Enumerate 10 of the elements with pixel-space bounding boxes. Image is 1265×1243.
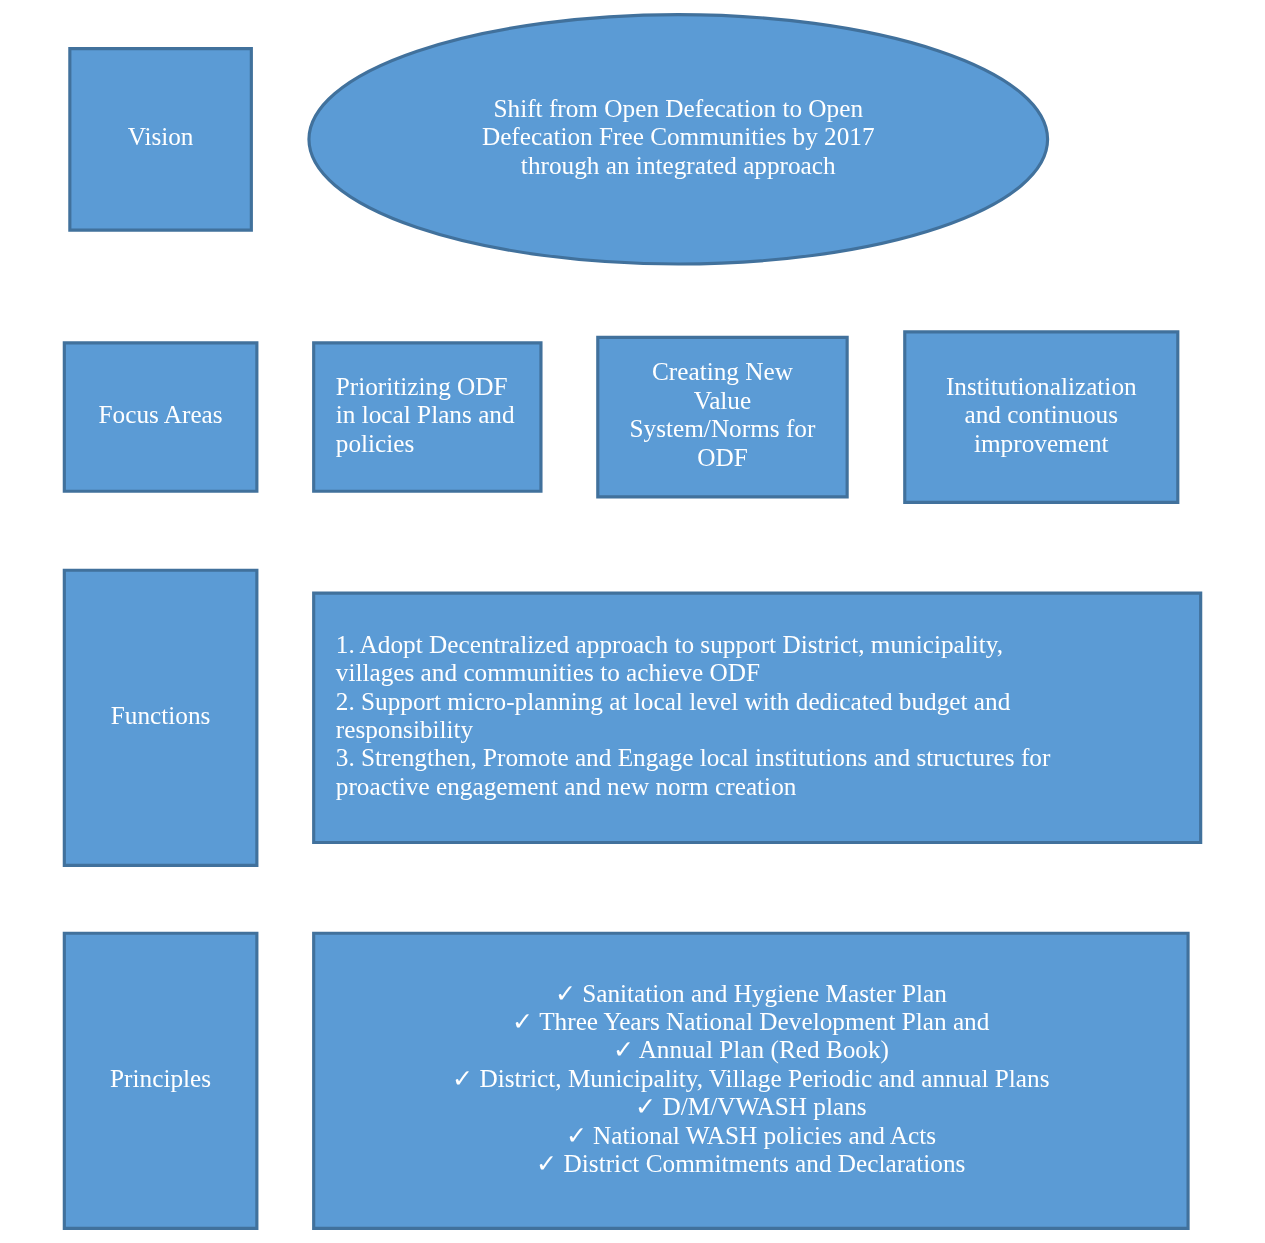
node-ellipse: Shift from Open Defecation to Open Defecation Free Communities by 2017 through an integrated approach (307, 13, 1050, 266)
node-box: Functions (62, 568, 259, 867)
node-box: Focus Areas (62, 341, 259, 493)
node-box: Creating New Value System/Norms for ODF (596, 335, 849, 499)
node-box: Prioritizing ODF in local Plans and policies (312, 341, 543, 493)
node-box: Principles (62, 931, 259, 1230)
node-box: ✓ Sanitation and Hygiene Master Plan ✓ Three Years National Development Plan and ✓ Annual Plan (Red Book) ✓ District, Municipality, Village Periodic and annual Plans ✓ D/M/VWASH plans ✓ National WASH policies and Acts ✓ District Commitments and Declarations (312, 931, 1190, 1230)
node-box: 1. Adopt Decentralized approach to support District, municipality, villages and communities to achieve ODF 2. Support micro-planning at local level with dedicated budget and responsibility 3. Strengthen, Promote and Engage local institutions and structures for proactive engagement and new norm creation (312, 591, 1203, 845)
node-box: Institutionalization and continuous improvement (903, 330, 1180, 504)
node-box: Vision (68, 47, 253, 232)
